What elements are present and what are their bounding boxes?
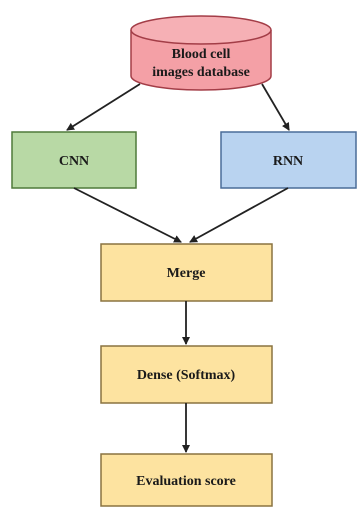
database-cylinder-top (130, 15, 272, 45)
database-label-line1: Blood cell (172, 47, 231, 62)
arrow-rnn-to-merge (189, 187, 289, 243)
cnn-node: CNN (11, 131, 137, 189)
evaluation-node: Evaluation score (100, 453, 273, 507)
merge-label: Merge (167, 266, 206, 281)
arrow-database-to-rnn (261, 83, 290, 131)
cnn-label: CNN (59, 154, 89, 169)
rnn-node: RNN (220, 131, 357, 189)
dense-box (100, 345, 273, 404)
database-label-line2: images database (152, 65, 250, 80)
dense-label: Dense (Softmax) (137, 368, 236, 383)
arrow-database-to-cnn (66, 83, 141, 131)
merge-box (100, 243, 273, 302)
arrow-cnn-to-merge (73, 187, 182, 243)
cnn-box (11, 131, 137, 189)
dense-node: Dense (Softmax) (100, 345, 273, 404)
merge-node: Merge (100, 243, 273, 302)
database-node: Blood cell images database (130, 15, 272, 91)
evaluation-box (100, 453, 273, 507)
evaluation-label: Evaluation score (136, 474, 236, 489)
rnn-box (220, 131, 357, 189)
rnn-label: RNN (273, 154, 303, 169)
database-cylinder-body (130, 30, 272, 91)
